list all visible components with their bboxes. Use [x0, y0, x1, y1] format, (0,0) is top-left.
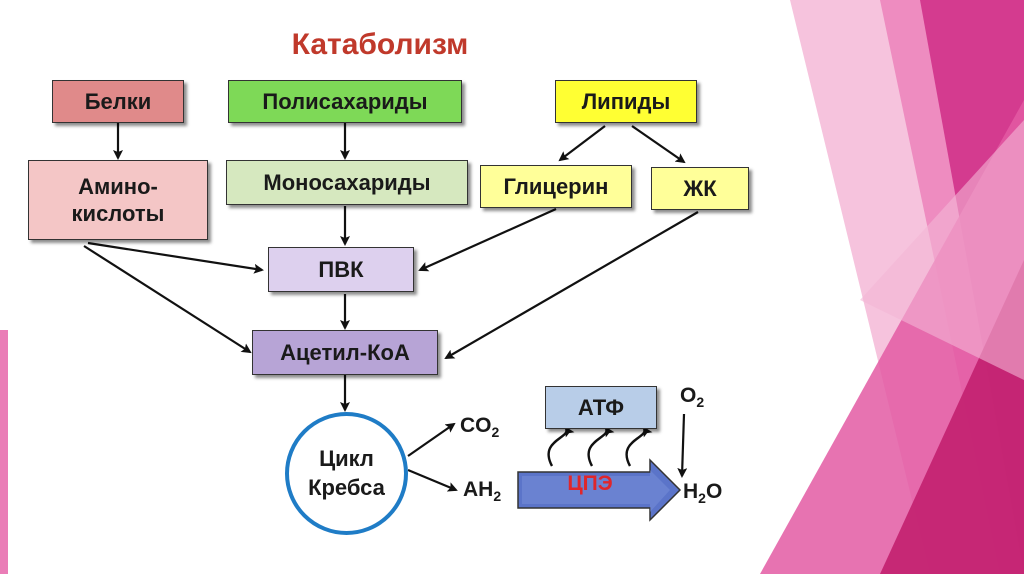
node-polisaharidy: Полисахариды: [228, 80, 462, 123]
node-pvk: ПВК: [268, 247, 414, 292]
molecule-o2: O2: [680, 384, 704, 410]
node-cikl-line1: Цикл: [319, 445, 374, 471]
h2o-post: O: [705, 480, 723, 503]
node-zhk: ЖК: [651, 167, 749, 210]
arrow-o2-h2o: [677, 413, 688, 478]
node-acetil-koa: Ацетил-КоА: [252, 330, 438, 375]
curved-arrow-1: [547, 426, 575, 467]
molecule-co2: CO2: [460, 414, 499, 440]
node-aminokisloty: Амино- кислоты: [28, 160, 208, 240]
arrow-lipidy-zhk: [631, 125, 686, 164]
h2o-pre: H: [683, 480, 699, 503]
node-lipidy: Липиды: [555, 80, 697, 123]
molecule-h2o: H2O: [683, 480, 722, 506]
node-lipidy-label: Липиды: [581, 88, 671, 114]
arrow-cikl-co2: [407, 422, 456, 457]
node-cikl-krebsa: Цикл Кребса: [285, 412, 408, 535]
node-acetil-koa-label: Ацетил-КоА: [280, 339, 410, 365]
node-monosaharidy: Моносахариды: [226, 160, 468, 205]
o2-base: O: [680, 384, 697, 407]
node-belki: Белки: [52, 80, 184, 123]
o2-sub: 2: [696, 394, 705, 411]
diagram-title: Катаболизм: [291, 28, 469, 61]
arrow-cikl-ah2: [407, 468, 458, 492]
node-monosaharidy-label: Моносахариды: [263, 169, 431, 195]
arrow-aminokisloty-pvk: [87, 241, 264, 274]
ah2-base: АН: [463, 478, 494, 501]
co2-base: CO: [460, 414, 492, 437]
node-glicerin-label: Глицерин: [503, 173, 609, 199]
node-atf-label: АТФ: [577, 394, 625, 420]
node-zhk-label: ЖК: [683, 175, 717, 201]
node-polisaharidy-label: Полисахариды: [262, 88, 428, 114]
arrow-zhk-acetil: [444, 211, 699, 360]
co2-sub: 2: [491, 424, 500, 441]
curved-arrow-2: [587, 426, 615, 467]
node-aminokisloty-line1: Амино-: [78, 173, 158, 199]
node-glicerin: Глицерин: [480, 165, 632, 208]
node-atf: АТФ: [545, 386, 657, 429]
node-belki-label: Белки: [84, 88, 152, 114]
node-cpe-label: ЦПЭ: [567, 472, 613, 495]
arrow-aminokisloty-acetil: [83, 245, 252, 354]
curved-arrow-3: [625, 426, 653, 467]
molecule-ah2: АН2: [463, 478, 501, 504]
node-aminokisloty-line2: кислоты: [71, 201, 165, 226]
node-cikl-line2: Кребса: [308, 474, 385, 500]
arrow-glicerin-pvk: [418, 207, 557, 272]
h2o-sub: 2: [698, 490, 706, 507]
ah2-sub: 2: [493, 488, 502, 505]
node-pvk-label: ПВК: [318, 256, 364, 282]
arrow-lipidy-glicerin: [558, 125, 606, 162]
